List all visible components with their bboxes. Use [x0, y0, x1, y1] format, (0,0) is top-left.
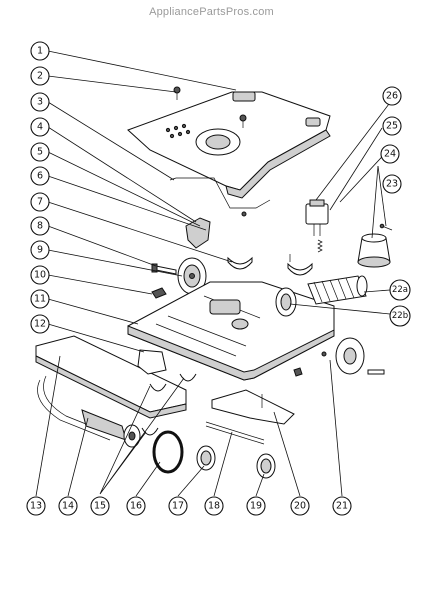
svg-text:16: 16 [130, 501, 142, 512]
callout-8: 8 [30, 216, 50, 236]
svg-text:6: 6 [37, 171, 43, 182]
leader-lines [35, 50, 393, 497]
callout-17: 17 [168, 496, 188, 516]
part-bracket-6 [185, 217, 211, 249]
callout-22a: 22a [389, 279, 411, 301]
callout-12: 12 [30, 314, 50, 334]
callout-16: 16 [126, 496, 146, 516]
svg-text:8: 8 [37, 221, 43, 232]
part-adjuster-20 [211, 389, 295, 425]
callout-4: 4 [30, 117, 50, 137]
callout-6: 6 [30, 166, 50, 186]
watermark: AppliancePartsPros.com [149, 6, 274, 18]
svg-text:22a: 22a [392, 285, 408, 295]
callout-24: 24 [380, 144, 400, 164]
part-front-bumper [35, 335, 187, 419]
svg-text:2: 2 [37, 71, 43, 82]
callout-22b: 22b [389, 305, 411, 327]
svg-text:21: 21 [336, 501, 348, 512]
callout-7: 7 [30, 192, 50, 212]
callout-26: 26 [382, 86, 402, 106]
part-coupler-22b [275, 287, 297, 317]
svg-text:20: 20 [294, 501, 306, 512]
callout-13: 13 [26, 496, 46, 516]
svg-text:18: 18 [208, 501, 220, 512]
part-top-cover [127, 91, 331, 199]
svg-text:22b: 22b [392, 311, 408, 321]
callout-10: 10 [30, 265, 50, 285]
svg-text:11: 11 [34, 294, 46, 305]
part-hose-22a [307, 275, 368, 305]
part-rear-wheel [335, 337, 385, 375]
svg-text:7: 7 [37, 197, 43, 208]
part-bolt-8 [151, 263, 177, 275]
part-axle-18 [205, 421, 265, 445]
part-clip-21 [293, 351, 327, 377]
callout-2: 2 [30, 66, 50, 86]
svg-text:17: 17 [172, 501, 184, 512]
svg-text:12: 12 [34, 319, 46, 330]
svg-text:15: 15 [94, 501, 106, 512]
part-spring-25 [289, 239, 323, 262]
callout-11: 11 [30, 289, 50, 309]
svg-text:10: 10 [34, 270, 46, 281]
svg-text:3: 3 [37, 97, 43, 108]
svg-text:19: 19 [250, 501, 262, 512]
part-wheel-17 [196, 445, 216, 471]
svg-text:14: 14 [62, 501, 74, 512]
callout-20: 20 [290, 496, 310, 516]
callout-14: 14 [58, 496, 78, 516]
callout-3: 3 [30, 92, 50, 112]
svg-text:1: 1 [37, 46, 43, 57]
part-screw-2 [173, 86, 247, 128]
callout-5: 5 [30, 142, 50, 162]
part-fan-9 [177, 257, 207, 295]
callout-19: 19 [246, 496, 266, 516]
svg-text:26: 26 [386, 91, 398, 102]
svg-text:23: 23 [386, 179, 398, 190]
part-brush-roll [37, 375, 141, 448]
callout-15: 15 [90, 496, 110, 516]
part-pad-10 [151, 287, 167, 299]
svg-text:24: 24 [384, 149, 396, 160]
callout-21: 21 [332, 496, 352, 516]
part-wheel-19 [256, 453, 276, 479]
callout-1: 1 [30, 41, 50, 61]
callout-23: 23 [382, 174, 402, 194]
svg-text:9: 9 [37, 245, 43, 256]
part-switch-26 [305, 199, 329, 236]
callout-9: 9 [30, 240, 50, 260]
callout-18: 18 [204, 496, 224, 516]
part-clips-15 [141, 373, 197, 436]
svg-text:13: 13 [30, 501, 42, 512]
part-cap-23 [357, 233, 391, 268]
part-belt-ring-16 [152, 430, 184, 474]
svg-text:4: 4 [37, 122, 43, 133]
part-screws-24 [379, 223, 393, 231]
svg-text:5: 5 [37, 147, 43, 158]
part-clip-wire [169, 177, 271, 217]
part-u-clip-7 [227, 256, 253, 270]
svg-text:25: 25 [386, 121, 398, 132]
callout-25: 25 [382, 116, 402, 136]
part-u-clip-upper [287, 262, 313, 276]
